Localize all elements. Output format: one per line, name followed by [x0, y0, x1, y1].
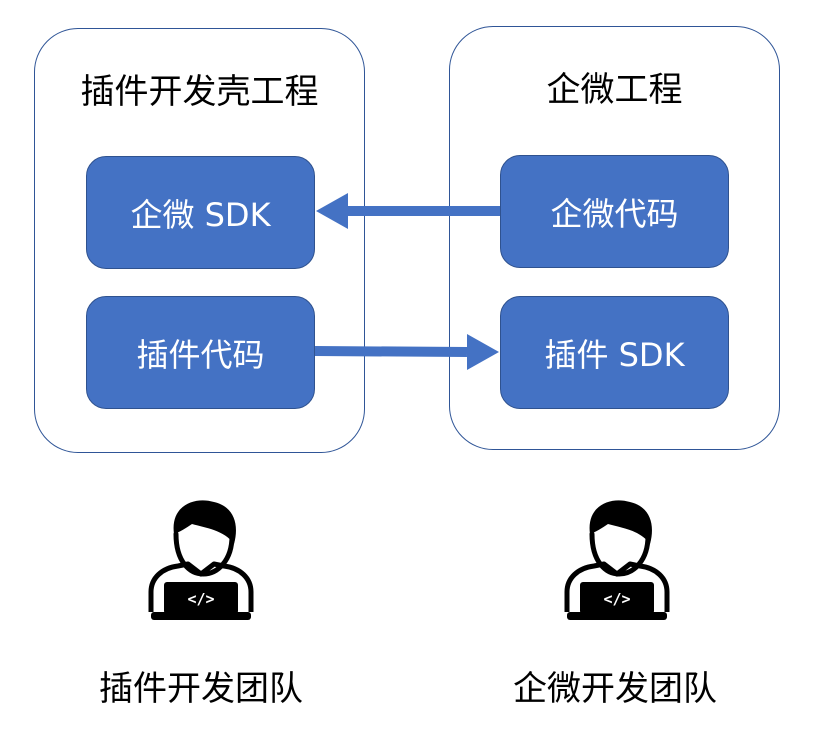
plugin-shell-project-title: 插件开发壳工程 [80, 72, 319, 112]
plugin-code-box: 插件代码 [86, 296, 315, 409]
wecom-sdk-box: 企微 SDK [86, 156, 315, 269]
developer-icon: </> [564, 500, 670, 620]
wecom-project-title: 企微工程 [546, 70, 683, 110]
code-symbol: </> [603, 590, 630, 608]
plugin-sdk-box: 插件 SDK [500, 296, 729, 409]
wecom-code-box: 企微代码 [500, 155, 729, 268]
plugin-dev-team-label: 插件开发团队 [99, 669, 303, 709]
code-symbol: </> [187, 590, 214, 608]
wecom-dev-team-label: 企微开发团队 [513, 669, 717, 709]
developer-icon: </> [148, 500, 254, 620]
